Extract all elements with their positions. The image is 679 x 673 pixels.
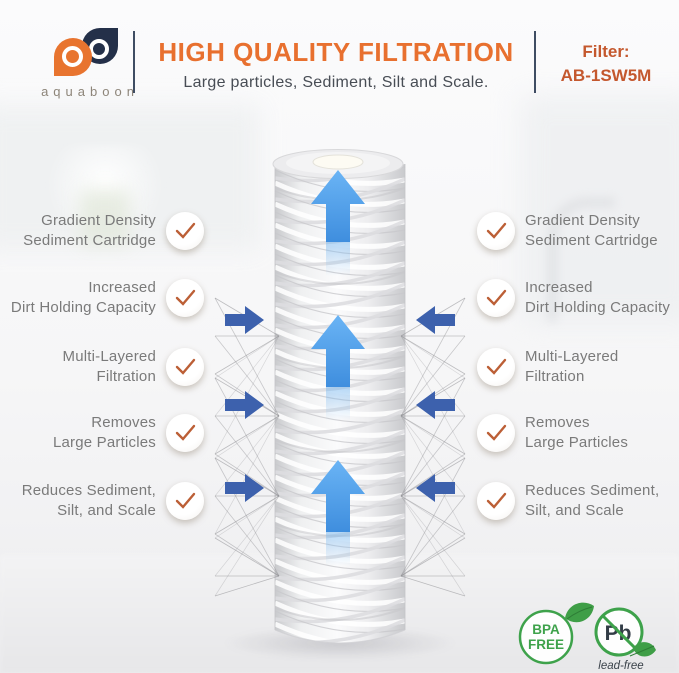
header-title-block: HIGH QUALITY FILTRATION Large particles,… (146, 37, 526, 92)
header-divider-left (133, 31, 135, 93)
feature-label: Large Particles (52, 434, 156, 451)
up-arrow-icon (311, 460, 365, 532)
leaf-vein (566, 606, 593, 620)
bpa-circle (518, 609, 574, 665)
check-circle (477, 482, 515, 520)
check-icon (175, 424, 196, 441)
feature-label: Dirt Holding Capacity (525, 299, 671, 316)
check-circle (477, 212, 515, 250)
arrow-tail (326, 387, 350, 421)
feature-label: Multi-Layered (62, 348, 156, 365)
cartridge-bottom-arc (274, 629, 406, 644)
check-icon (486, 424, 507, 441)
inward-arrow-icon (416, 474, 455, 502)
check-icon (486, 358, 507, 375)
check-icon (175, 492, 196, 509)
check-circle (166, 279, 204, 317)
check-circle (477, 279, 515, 317)
inward-flow-arrows (225, 306, 455, 502)
feature-row: Reduces Sediment, Silt, and Scale (2, 479, 204, 523)
inward-arrow-icon (416, 306, 455, 334)
feature-label: Sediment Cartridge (23, 232, 156, 249)
check-icon (486, 222, 507, 239)
check-circle (166, 482, 204, 520)
no-symbol-slash (601, 614, 637, 650)
feature-label: Gradient Density (525, 212, 640, 229)
feature-row: Multi-Layered Filtration (2, 345, 204, 389)
inward-arrow-icon (225, 306, 264, 334)
feature-row: Increased Dirt Holding Capacity (2, 276, 204, 320)
arrow-tail (326, 532, 350, 566)
feature-label: Reduces Sediment, (21, 482, 156, 499)
feature-label: Reduces Sediment, (525, 482, 660, 499)
inward-arrow-icon (416, 391, 455, 419)
brand-logo: aquaboon (34, 28, 142, 100)
brand-wordmark: aquaboon (41, 84, 139, 99)
feature-row: Gradient Density Sediment Cartridge (2, 209, 204, 253)
feature-label: Multi-Layered (525, 348, 619, 365)
check-icon (486, 492, 507, 509)
feature-row: Gradient Density Sediment Cartridge (477, 209, 677, 253)
lead-free-badge: Pb lead-free (594, 607, 656, 672)
certification-badges: BPA FREE Pb lead-free (518, 602, 656, 672)
feature-label: Removes (525, 414, 590, 431)
check-circle (477, 348, 515, 386)
filter-model-block: Filter: AB-1SW5M (537, 40, 675, 88)
filter-label: Filter: (582, 42, 630, 61)
filter-cartridge-illustration (214, 149, 466, 644)
leaf-icon (633, 642, 656, 657)
leaf-stem (629, 645, 655, 657)
lead-free-text: lead-free (598, 660, 643, 672)
check-icon (175, 358, 196, 375)
feature-label: Dirt Holding Capacity (10, 299, 156, 316)
feature-label: Increased (525, 279, 593, 296)
leaf-icon (565, 602, 594, 623)
brand-logo-icon (54, 28, 124, 78)
filter-model: AB-1SW5M (560, 66, 652, 85)
feature-row: Reduces Sediment, Silt, and Scale (477, 479, 677, 523)
upward-flow-arrows (311, 170, 365, 566)
page-title: HIGH QUALITY FILTRATION (158, 37, 514, 67)
feature-row: Increased Dirt Holding Capacity (477, 276, 677, 320)
logo-drop-a-icon (54, 38, 92, 76)
feature-label: Filtration (525, 368, 585, 385)
feature-label: Filtration (96, 368, 156, 385)
feature-label: Removes (91, 414, 156, 431)
check-icon (486, 289, 507, 306)
up-arrow-icon (311, 170, 365, 242)
page-subtitle: Large particles, Sediment, Silt and Scal… (183, 74, 489, 91)
feature-label: Gradient Density (41, 212, 156, 229)
feature-label: Increased (88, 279, 156, 296)
bpa-text-bottom: FREE (528, 637, 564, 652)
inward-arrow-icon (225, 391, 264, 419)
check-circle (166, 348, 204, 386)
check-circle (166, 212, 204, 250)
feature-label: Large Particles (525, 434, 629, 451)
bpa-free-badge: BPA FREE (518, 602, 594, 665)
header-divider-right (534, 31, 536, 93)
up-arrow-icon (311, 315, 365, 387)
logo-ring (89, 39, 109, 59)
feature-label: Silt, and Scale (57, 502, 156, 519)
arrow-tail (326, 242, 350, 276)
check-circle (477, 414, 515, 452)
bpa-text-top: BPA (532, 622, 560, 637)
feature-label: Sediment Cartridge (525, 232, 658, 249)
feature-row: Removes Large Particles (2, 411, 204, 455)
cartridge-core-hole (312, 154, 364, 170)
check-icon (175, 222, 196, 239)
feature-row: Removes Large Particles (477, 411, 677, 455)
check-icon (175, 289, 196, 306)
feature-row: Multi-Layered Filtration (477, 345, 677, 389)
inward-arrow-icon (225, 474, 264, 502)
check-circle (166, 414, 204, 452)
feature-label: Silt, and Scale (525, 502, 624, 519)
logo-ring (62, 46, 83, 67)
